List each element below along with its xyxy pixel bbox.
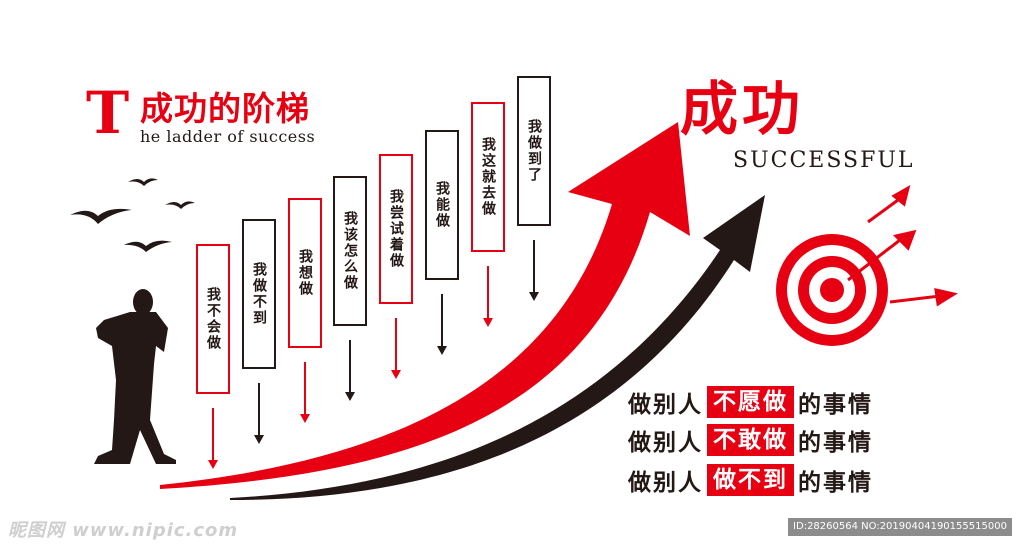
slogan-prefix: 做别人 [628,430,703,456]
ladder-step: 我做到了 [517,76,551,226]
slogan-line: 做别人不愿做的事情 [628,386,873,418]
down-arrowhead-icon [483,318,493,327]
ladder-step-label: 我做到了 [526,119,542,183]
watermark-id: ID:28260564 NO:20190404190155515000 [788,518,1012,536]
down-arrowhead-icon [529,292,539,301]
birds-icon [70,178,195,252]
slogan-suffix: 的事情 [798,430,873,456]
ladder-step: 我尝试着做 [379,154,413,304]
dart-icon [847,184,958,307]
ladder-step-label: 我该怎么做 [342,211,358,291]
watermark-nipic: 昵图网 www.nipic.com [8,520,239,541]
slogan-prefix: 做别人 [628,392,703,418]
black-arrow-icon [230,195,765,500]
down-arrowhead-icon [300,414,310,423]
slogan-suffix: 的事情 [798,470,873,496]
slogan-highlight: 做不到 [707,464,794,496]
slogan-line: 做别人不敢做的事情 [628,424,873,456]
ladder-step-label: 我不会做 [205,287,221,351]
slogan-line: 做别人做不到的事情 [628,464,873,496]
ladder-step: 我做不到 [242,219,276,369]
slogan-highlight: 不敢做 [707,424,794,456]
ladder-step: 我想做 [288,198,322,348]
slogan-prefix: 做别人 [628,470,703,496]
ladder-step: 我该怎么做 [333,176,367,326]
red-arrow-icon [160,122,690,489]
ladder-step-label: 我能做 [434,181,450,229]
target-icon [776,234,888,346]
ladder-step: 我不会做 [196,244,230,394]
title-english: he ladder of success [140,127,316,146]
down-arrowhead-icon [437,346,447,355]
man-silhouette-icon [94,289,176,464]
success-chinese: 成功 [680,75,805,143]
down-arrowhead-icon [391,370,401,379]
ladder-step-label: 我尝试着做 [388,189,404,269]
ladder-step-label: 我做不到 [251,262,267,326]
success-english: SUCCESSFUL [733,148,915,173]
title-chinese: 成功的阶梯 [140,89,310,128]
title-initial: T [86,79,130,147]
ladder-step-label: 我这就去做 [480,137,496,217]
slogan-suffix: 的事情 [798,392,873,418]
down-arrowhead-icon [345,392,355,401]
ladder-step: 我能做 [425,130,459,280]
slogan-highlight: 不愿做 [707,386,794,418]
down-arrowhead-icon [208,460,218,469]
down-arrowhead-icon [254,435,264,444]
ladder-step: 我这就去做 [471,102,505,252]
ladder-step-label: 我想做 [297,249,313,297]
